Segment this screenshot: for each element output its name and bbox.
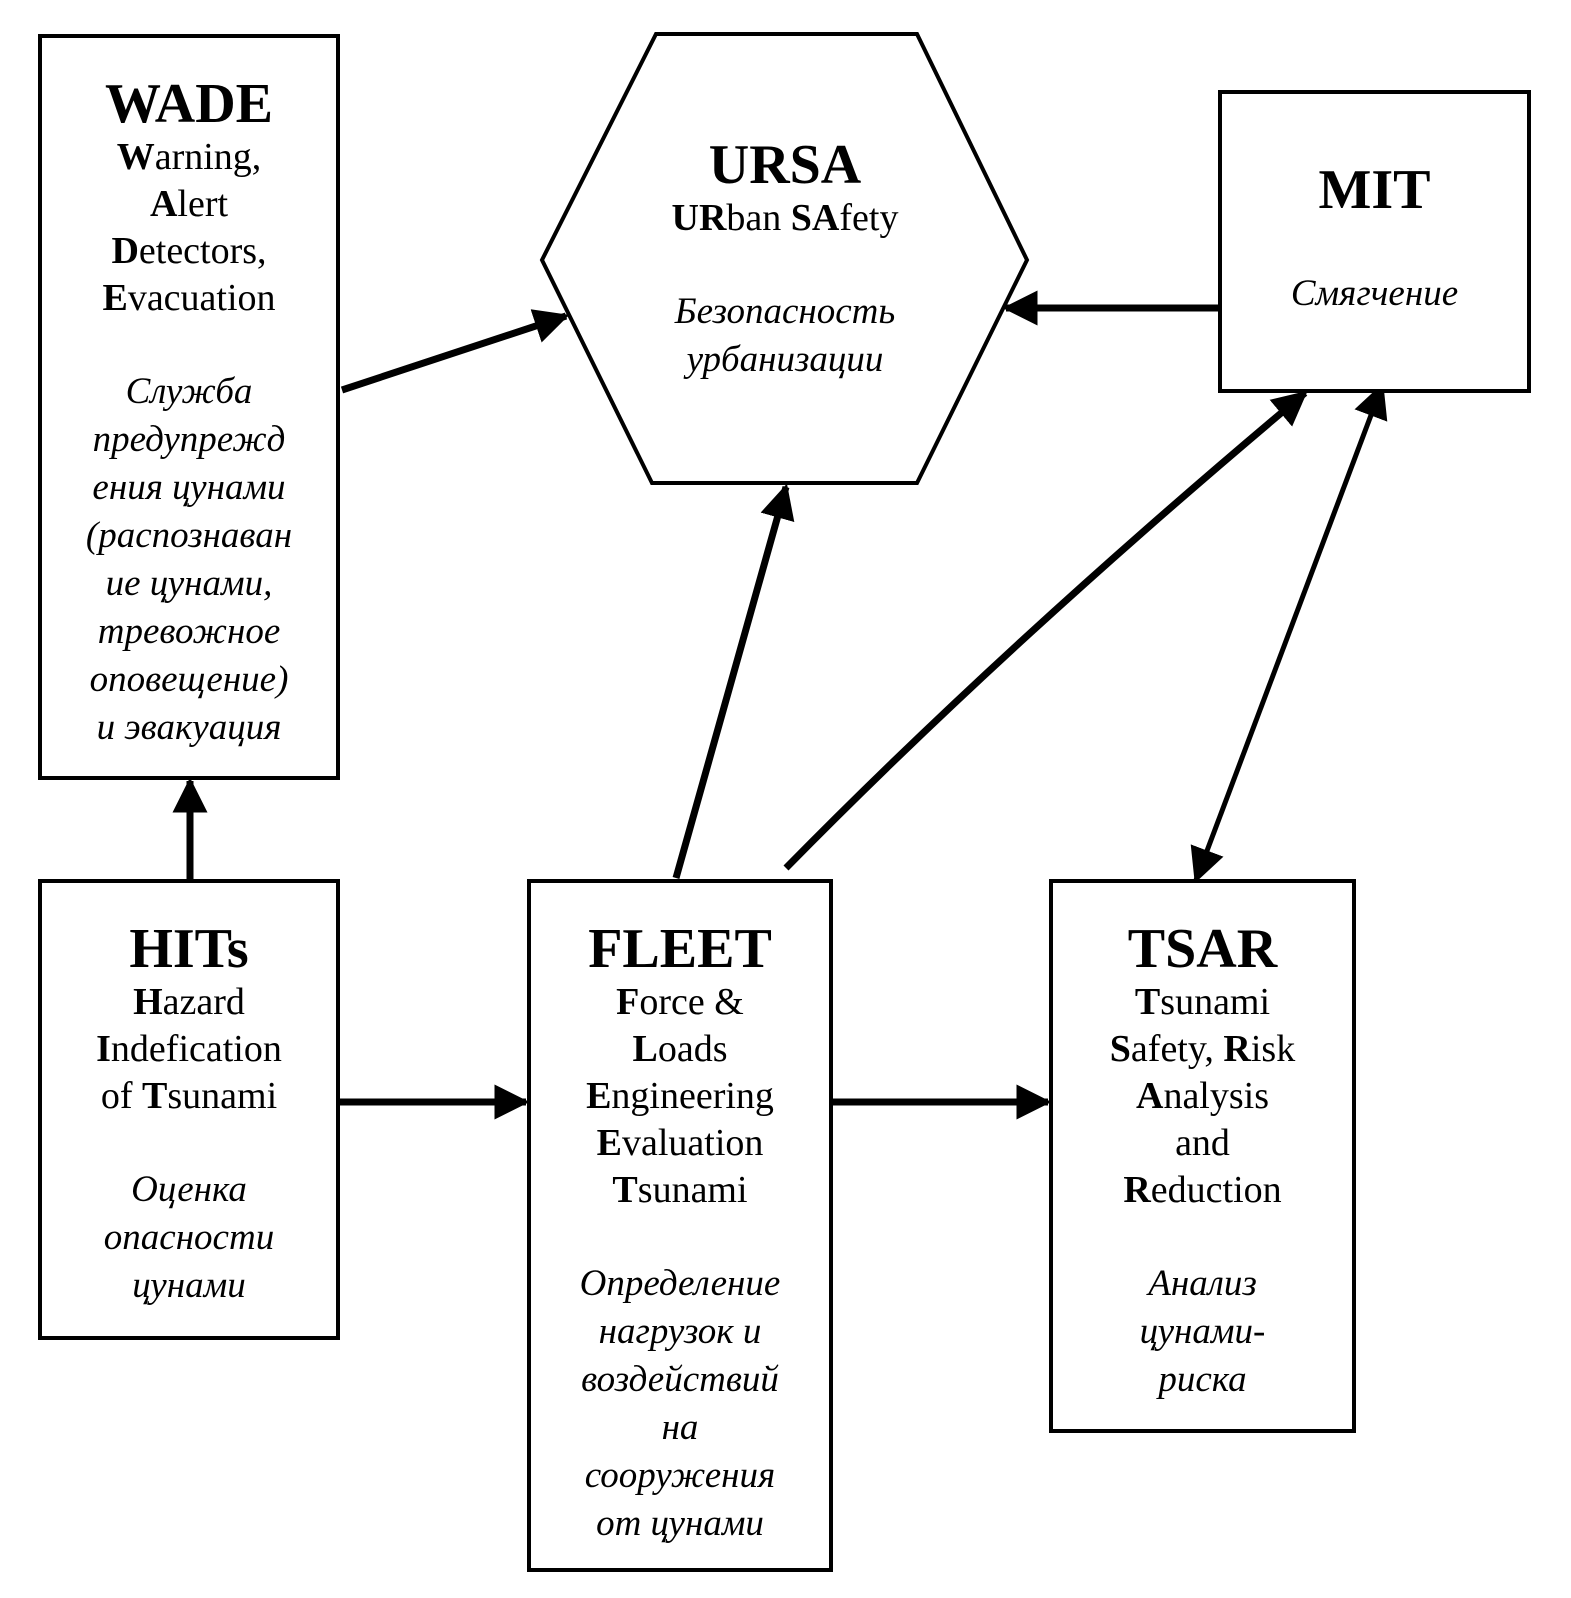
wade-english-line: Detectors, (111, 230, 267, 272)
wade-russian-line: Служба (125, 371, 253, 412)
fleet-english-line: Tsunami (612, 1169, 748, 1211)
wade-russian-line: оповещение) (89, 659, 289, 700)
hits-russian-line: опасности (103, 1217, 275, 1258)
hits-english-line: Indefication (96, 1028, 282, 1070)
hits-english-line: Hazard (133, 981, 245, 1023)
fleet-english-line: Engineering (586, 1075, 774, 1117)
edge-fleet-to-ursa (672, 483, 795, 879)
node-hits[interactable]: HITs Hazard Indefication of Tsunami Оцен… (38, 879, 340, 1340)
ursa-title: URSA (708, 134, 862, 196)
node-tsar[interactable]: TSAR Tsunami Safety, Risk Analysis and R… (1049, 879, 1356, 1433)
tsar-english-line: Safety, Risk (1109, 1028, 1296, 1070)
tsar-russian-line: цунами- (1139, 1311, 1266, 1352)
fleet-russian-line: на (661, 1407, 699, 1448)
fleet-english-line: Loads (632, 1028, 728, 1070)
ursa-russian-line: урбанизации (686, 339, 884, 380)
wade-english-line: Evacuation (102, 277, 276, 319)
wade-title: WADE (104, 73, 274, 135)
wade-russian-line: (распознаван (85, 515, 293, 556)
hits-title: HITs (129, 918, 249, 980)
tsar-english-line: and (1175, 1122, 1230, 1164)
mit-russian-line: Смягчение (1290, 273, 1459, 314)
mit-title: MIT (1318, 159, 1431, 221)
ursa-english-line: URban SAfety (671, 197, 899, 239)
tsar-english-line: Tsunami (1134, 981, 1271, 1023)
fleet-russian-line: воздействий (581, 1359, 779, 1400)
node-ursa: URSA URban SAfety Безопасность урбанизац… (600, 135, 970, 384)
fleet-english-line: Force & (616, 981, 744, 1023)
fleet-russian-line: Определение (579, 1263, 781, 1304)
node-wade[interactable]: WADE Warning, Alert Detectors, Evacuatio… (38, 34, 340, 780)
tsar-title: TSAR (1127, 918, 1278, 980)
ursa-hexagon[interactable] (539, 32, 1030, 485)
wade-russian-line: тревожное (97, 611, 281, 652)
wade-russian-line: предупрежд (92, 419, 286, 460)
tsar-russian-line: Анализ (1148, 1263, 1257, 1304)
fleet-russian-line: от цунами (596, 1503, 764, 1544)
edge-mit-tsar-bidirectional (1190, 382, 1388, 884)
wade-english-line: Alert (149, 183, 229, 225)
wade-russian-line: и эвакуация (96, 707, 282, 748)
ursa-russian-line: Безопасность (674, 291, 896, 332)
wade-russian-line: ения цунами (92, 467, 286, 508)
edge-wade-to-ursa (340, 309, 570, 394)
hits-russian-line: Оценка (131, 1169, 247, 1210)
node-fleet[interactable]: FLEET Force & Loads Engineering Evaluati… (527, 879, 833, 1572)
wade-russian-line: ие цунами, (105, 563, 273, 604)
tsar-russian-line: риска (1158, 1359, 1247, 1400)
tsar-english-line: Analysis (1135, 1075, 1269, 1117)
hits-english-line: of Tsunami (100, 1075, 278, 1117)
fleet-english-line: Evaluation (596, 1122, 764, 1164)
fleet-russian-line: нагрузок и (598, 1311, 762, 1352)
hits-russian-line: цунами (132, 1265, 246, 1306)
tsar-english-line: Reduction (1123, 1169, 1282, 1211)
wade-english-line: Warning, (116, 136, 262, 178)
node-mit[interactable]: MIT Смягчение (1218, 90, 1531, 393)
fleet-russian-line: сооружения (584, 1455, 776, 1496)
fleet-title: FLEET (588, 918, 772, 980)
